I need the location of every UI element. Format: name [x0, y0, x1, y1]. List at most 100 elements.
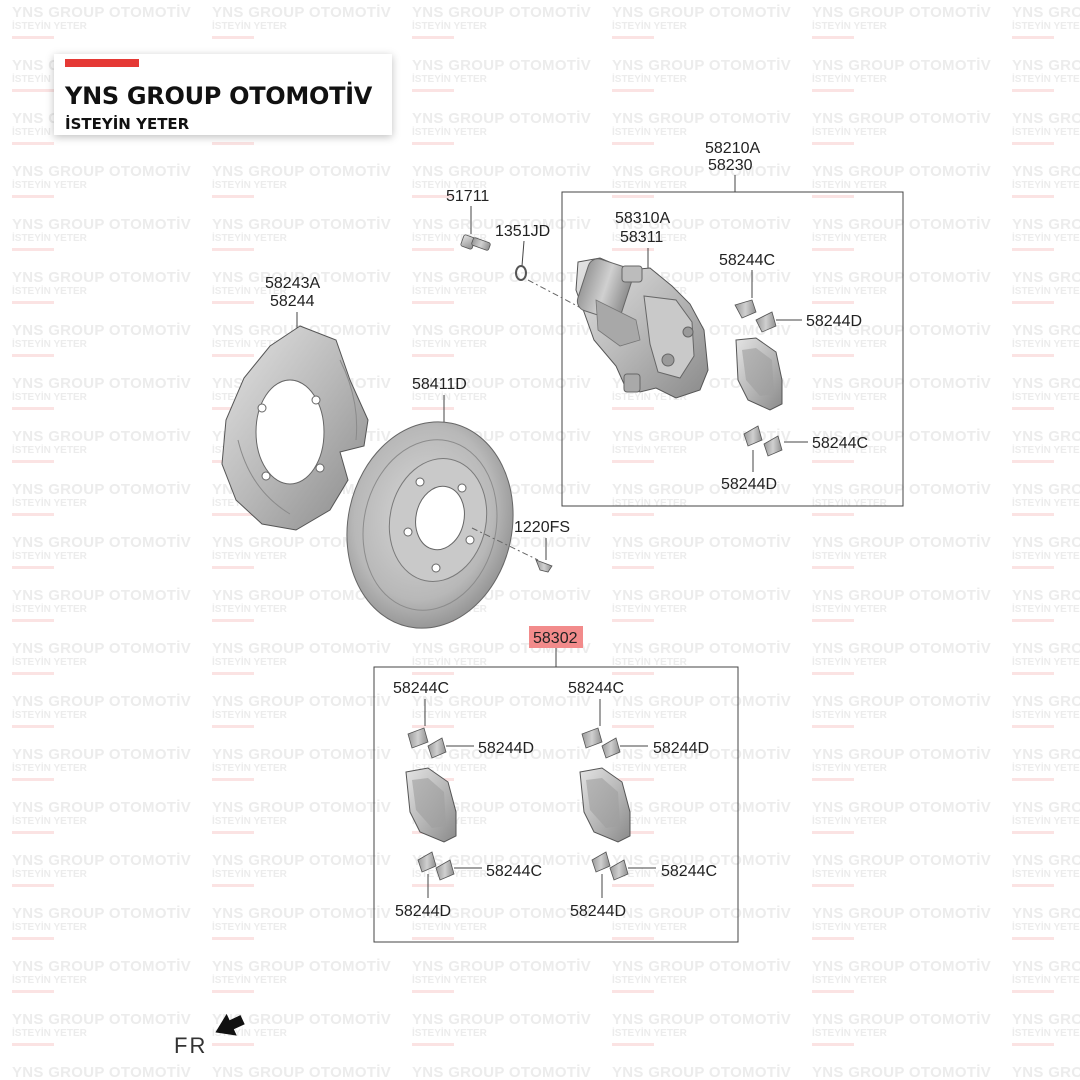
caliper-pad-part: [735, 337, 783, 411]
watermark-brand-text: YNS GROUP OTOMOTİV: [612, 534, 792, 551]
watermark-tagline-text: İSTEYİN YETER: [12, 339, 87, 350]
watermark-accent-line: [1012, 195, 1054, 198]
watermark-tagline-text: İSTEYİN YETER: [212, 286, 287, 297]
brand-name: YNS GROUP OTOMOTİV: [65, 82, 373, 110]
watermark-accent-line: [1012, 248, 1054, 251]
watermark-accent-line: [412, 89, 454, 92]
watermark-accent-line: [12, 990, 54, 993]
dust-shield-part: [221, 325, 369, 531]
watermark-tagline-text: İSTEYİN YETER: [212, 763, 287, 774]
watermark-brand-text: YNS GROUP OTOMOTİV: [612, 216, 792, 233]
watermark-accent-line: [412, 248, 454, 251]
kit-left-c-top-label: 58244C: [393, 680, 449, 697]
watermark-brand-text: YNS GROUP OTOMOTİV: [612, 163, 792, 180]
watermark-tagline-text: İSTEYİN YETER: [812, 763, 887, 774]
watermark-tagline-text: İSTEYİN YETER: [212, 710, 287, 721]
bolt-part: [460, 234, 491, 251]
watermark-brand-text: YNS GROUP OTOMOTİV: [212, 958, 392, 975]
watermark-brand-text: YNS GROUP OTOMOTİV: [212, 269, 392, 286]
watermark-brand-text: YNS GROUP OTOMOTİV: [12, 322, 192, 339]
watermark-accent-line: [12, 513, 54, 516]
watermark-brand-text: YNS GROUP OTOMOTİV: [412, 746, 592, 763]
watermark-tagline-text: İSTEYİN YETER: [12, 74, 87, 85]
watermark-tagline-text: İSTEYİN YETER: [212, 922, 287, 933]
watermark-tagline-text: İSTEYİN YETER: [812, 816, 887, 827]
watermark-tagline-text: İSTEYİN YETER: [1012, 498, 1080, 509]
watermark-tagline-text: İSTEYİN YETER: [12, 498, 87, 509]
watermark-tagline-text: İSTEYİN YETER: [812, 922, 887, 933]
watermark-accent-line: [412, 937, 454, 940]
watermark-brand-text: YNS GROUP OTOMOTİV: [612, 587, 792, 604]
watermark-brand-text: YNS GROUP OTOMOTİV: [612, 958, 792, 975]
watermark-accent-line: [1012, 36, 1054, 39]
watermark-accent-line: [812, 672, 854, 675]
watermark-accent-line: [1012, 672, 1054, 675]
watermark-tagline-text: İSTEYİN YETER: [812, 445, 887, 456]
watermark-accent-line: [12, 672, 54, 675]
watermark-tagline-text: İSTEYİN YETER: [1012, 392, 1080, 403]
watermark-brand-text: YNS GROUP OTOMOTİV: [12, 905, 192, 922]
watermark-brand-text: YNS GROUP OTOMOTİV: [812, 1064, 992, 1080]
kit-right-clip-c-top: [581, 727, 603, 749]
watermark-brand-text: YNS GROUP OTOMOTİV: [412, 905, 592, 922]
watermark-accent-line: [812, 301, 854, 304]
watermark-accent-line: [412, 1043, 454, 1046]
watermark-brand-text: YNS GROUP OTOMOTİV: [12, 163, 192, 180]
watermark-brand-text: YNS GROUP OTOMOTİV: [412, 269, 592, 286]
watermark-brand-text: YNS GROUP OTOMOTİV: [12, 958, 192, 975]
watermark-tagline-text: İSTEYİN YETER: [1012, 445, 1080, 456]
brand-tagline: İSTEYİN YETER: [65, 115, 190, 133]
kit-left-clip-c-bottom: [417, 851, 437, 873]
top-clip-d2-label: 58244D: [721, 476, 777, 493]
watermark-tagline-text: İSTEYİN YETER: [12, 816, 87, 827]
watermark-accent-line: [812, 36, 854, 39]
watermark-brand-text: YNS GROUP OTOMOTİV: [612, 1064, 792, 1080]
kit-left-pad: [405, 767, 457, 843]
watermark-accent-line: [812, 195, 854, 198]
watermark-accent-line: [812, 354, 854, 357]
watermark-tagline-text: İSTEYİN YETER: [812, 710, 887, 721]
watermark-tagline-text: İSTEYİN YETER: [612, 710, 687, 721]
watermark-accent-line: [212, 1043, 254, 1046]
watermark-tagline-text: İSTEYİN YETER: [212, 21, 287, 32]
watermark-brand-text: YNS GROUP OTOMOTİV: [612, 905, 792, 922]
watermark-tagline-text: İSTEYİN YETER: [612, 869, 687, 880]
watermark-accent-line: [812, 142, 854, 145]
watermark-tagline-text: İSTEYİN YETER: [212, 551, 287, 562]
watermark-tagline-text: İSTEYİN YETER: [1012, 869, 1080, 880]
watermark-accent-line: [12, 248, 54, 251]
watermark-accent-line: [412, 36, 454, 39]
watermark-accent-line: [12, 301, 54, 304]
watermark-accent-line: [612, 884, 654, 887]
watermark-tagline-text: İSTEYİN YETER: [412, 710, 487, 721]
watermark-tagline-text: İSTEYİN YETER: [612, 816, 687, 827]
watermark-accent-line: [612, 460, 654, 463]
watermark-accent-line: [1012, 884, 1054, 887]
watermark-accent-line: [212, 566, 254, 569]
watermark-brand-text: YNS GROUP OTOMOTİV: [212, 746, 392, 763]
watermark-tagline-text: İSTEYİN YETER: [212, 339, 287, 350]
